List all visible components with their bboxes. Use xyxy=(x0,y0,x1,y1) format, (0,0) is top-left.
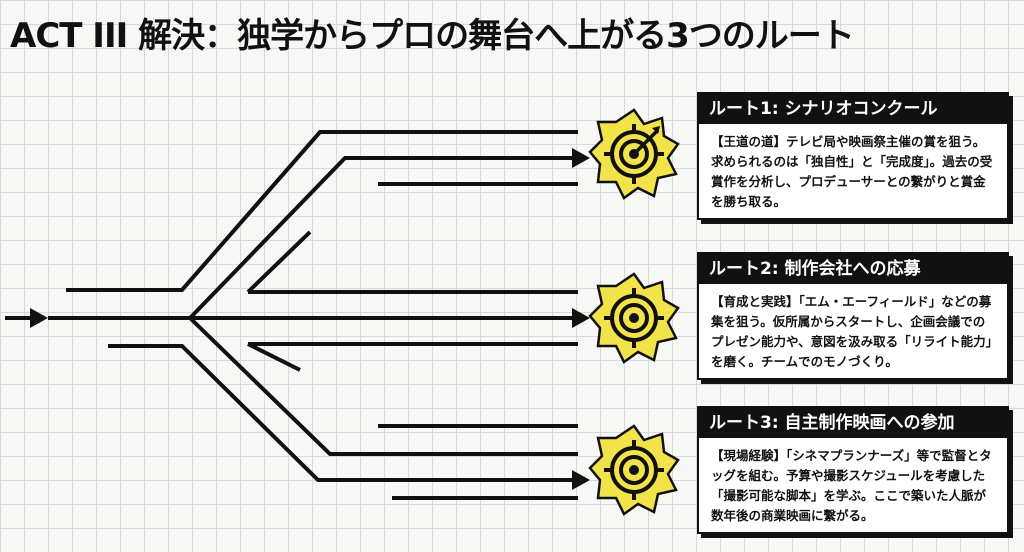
mid-lower-diag xyxy=(247,342,301,372)
middle-upper-branch xyxy=(188,156,578,320)
target-icon xyxy=(588,272,680,364)
route-card-body: 【現場経験】「シネマプランナーズ」等で監督とタッグを組む。予算や撮影スケジュール… xyxy=(711,448,992,523)
route-card-1: ルート1: シナリオコンクール 【王道の道】テレビ局や映画祭主催の賞を狙う。求め… xyxy=(697,92,1009,220)
route-card-3: ルート3: 自主制作映画への参加 【現場経験】「シネマプランナーズ」等で監督とタ… xyxy=(697,406,1009,534)
page-title: ACT III 解決：独学からプロの舞台へ上がる3つのルート xyxy=(10,16,855,56)
route-card-body: 【王道の道】テレビ局や映画祭主催の賞を狙う。求められるのは「独自性」と「完成度」… xyxy=(711,134,993,209)
arrowhead-route-1 xyxy=(572,148,590,168)
route-card-heading: ルート1: シナリオコンクール xyxy=(699,94,1007,124)
lower-branch xyxy=(188,316,578,456)
target-arrow-icon xyxy=(588,108,680,200)
outer-lower-branch xyxy=(108,344,578,482)
outer-upper-branch xyxy=(66,130,578,292)
route-card-heading: ルート2: 制作会社への応募 xyxy=(699,254,1007,284)
target-icon xyxy=(588,424,680,516)
arrowhead-route-3 xyxy=(572,470,590,490)
route-card-body: 【育成と実践】「エム・エーフィールド」などの募集を狙う。仮所属からスタートし、企… xyxy=(711,294,992,369)
route-card-heading: ルート3: 自主制作映画への参加 xyxy=(699,408,1007,438)
arrowhead-route-2 xyxy=(572,308,590,328)
mid-upper-connector xyxy=(246,230,312,294)
route-card-2: ルート2: 制作会社への応募 【育成と実践】「エム・エーフィールド」などの募集を… xyxy=(697,252,1009,380)
entry-arrowhead xyxy=(30,308,48,328)
